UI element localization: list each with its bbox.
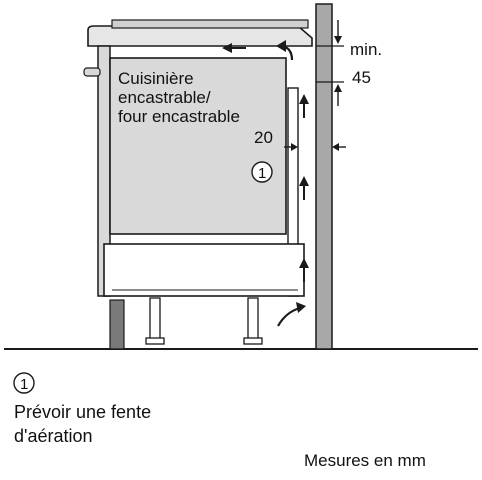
appliance-label-line-1: Cuisinière bbox=[118, 69, 194, 88]
legend-marker-number: 1 bbox=[20, 376, 28, 393]
cooktop-worktop bbox=[87, 25, 313, 47]
plinth bbox=[109, 299, 125, 350]
airflow-curved-arrow-bottom bbox=[277, 302, 306, 327]
gap-dimension-arrows bbox=[284, 143, 346, 151]
airflow-curved-arrow-top bbox=[276, 40, 294, 61]
appliance-label-line-2: encastrable/ bbox=[118, 88, 211, 107]
units-note: Mesures en mm bbox=[304, 451, 426, 470]
oven-handle bbox=[83, 67, 101, 77]
clearance-dimension-lines bbox=[316, 20, 344, 106]
adjustable-foot-left bbox=[145, 297, 165, 345]
airflow-arrow-left bbox=[222, 43, 246, 53]
vent-callout-number: 1 bbox=[258, 165, 266, 182]
clearance-value: 45 bbox=[352, 68, 371, 87]
appliance-label-line-3: four encastrable bbox=[118, 107, 240, 126]
airflow-up-arrow-1 bbox=[299, 258, 309, 282]
clearance-prefix: min. bbox=[350, 40, 382, 59]
vent-callout-marker: 1 bbox=[251, 161, 273, 183]
airflow-up-arrow-2 bbox=[299, 176, 309, 200]
legend-line-1: Prévoir une fente bbox=[14, 402, 151, 422]
base-drawer bbox=[103, 243, 305, 297]
adjustable-foot-right bbox=[243, 297, 263, 345]
gap-dimension-value: 20 bbox=[254, 128, 273, 147]
legend-line-2: d'aération bbox=[14, 426, 93, 446]
cooktop-glass bbox=[111, 19, 309, 29]
legend-marker: 1 bbox=[13, 372, 35, 394]
appliance-body bbox=[109, 57, 287, 235]
airflow-up-arrow-3 bbox=[299, 94, 309, 118]
rear-wall bbox=[315, 3, 333, 350]
